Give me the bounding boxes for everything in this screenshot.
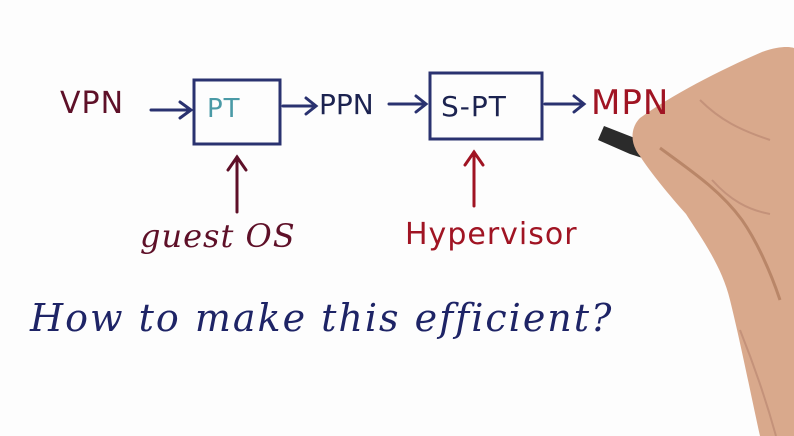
arrow-ppn-to-spt bbox=[387, 94, 429, 114]
arrow-pt-to-ppn bbox=[281, 96, 319, 116]
pt-label: PT bbox=[207, 94, 241, 124]
vpn-label: VPN bbox=[60, 86, 125, 121]
hand-with-marker-image bbox=[598, 47, 794, 436]
spt-box bbox=[428, 71, 544, 141]
question-text: How to make this efficient? bbox=[30, 296, 614, 340]
arrow-vpn-to-pt bbox=[149, 100, 194, 120]
guest-os-label: guest OS bbox=[140, 217, 296, 255]
mpn-label: MPN bbox=[591, 83, 670, 123]
pt-box bbox=[192, 78, 282, 146]
hypervisor-label: Hypervisor bbox=[405, 217, 578, 252]
ppn-label: PPN bbox=[319, 88, 374, 121]
arrow-spt-to-mpn bbox=[543, 94, 587, 114]
arrow-guest-os-to-pt bbox=[226, 154, 248, 214]
spt-label: S-PT bbox=[441, 90, 507, 123]
arrow-hypervisor-to-spt bbox=[463, 149, 485, 208]
